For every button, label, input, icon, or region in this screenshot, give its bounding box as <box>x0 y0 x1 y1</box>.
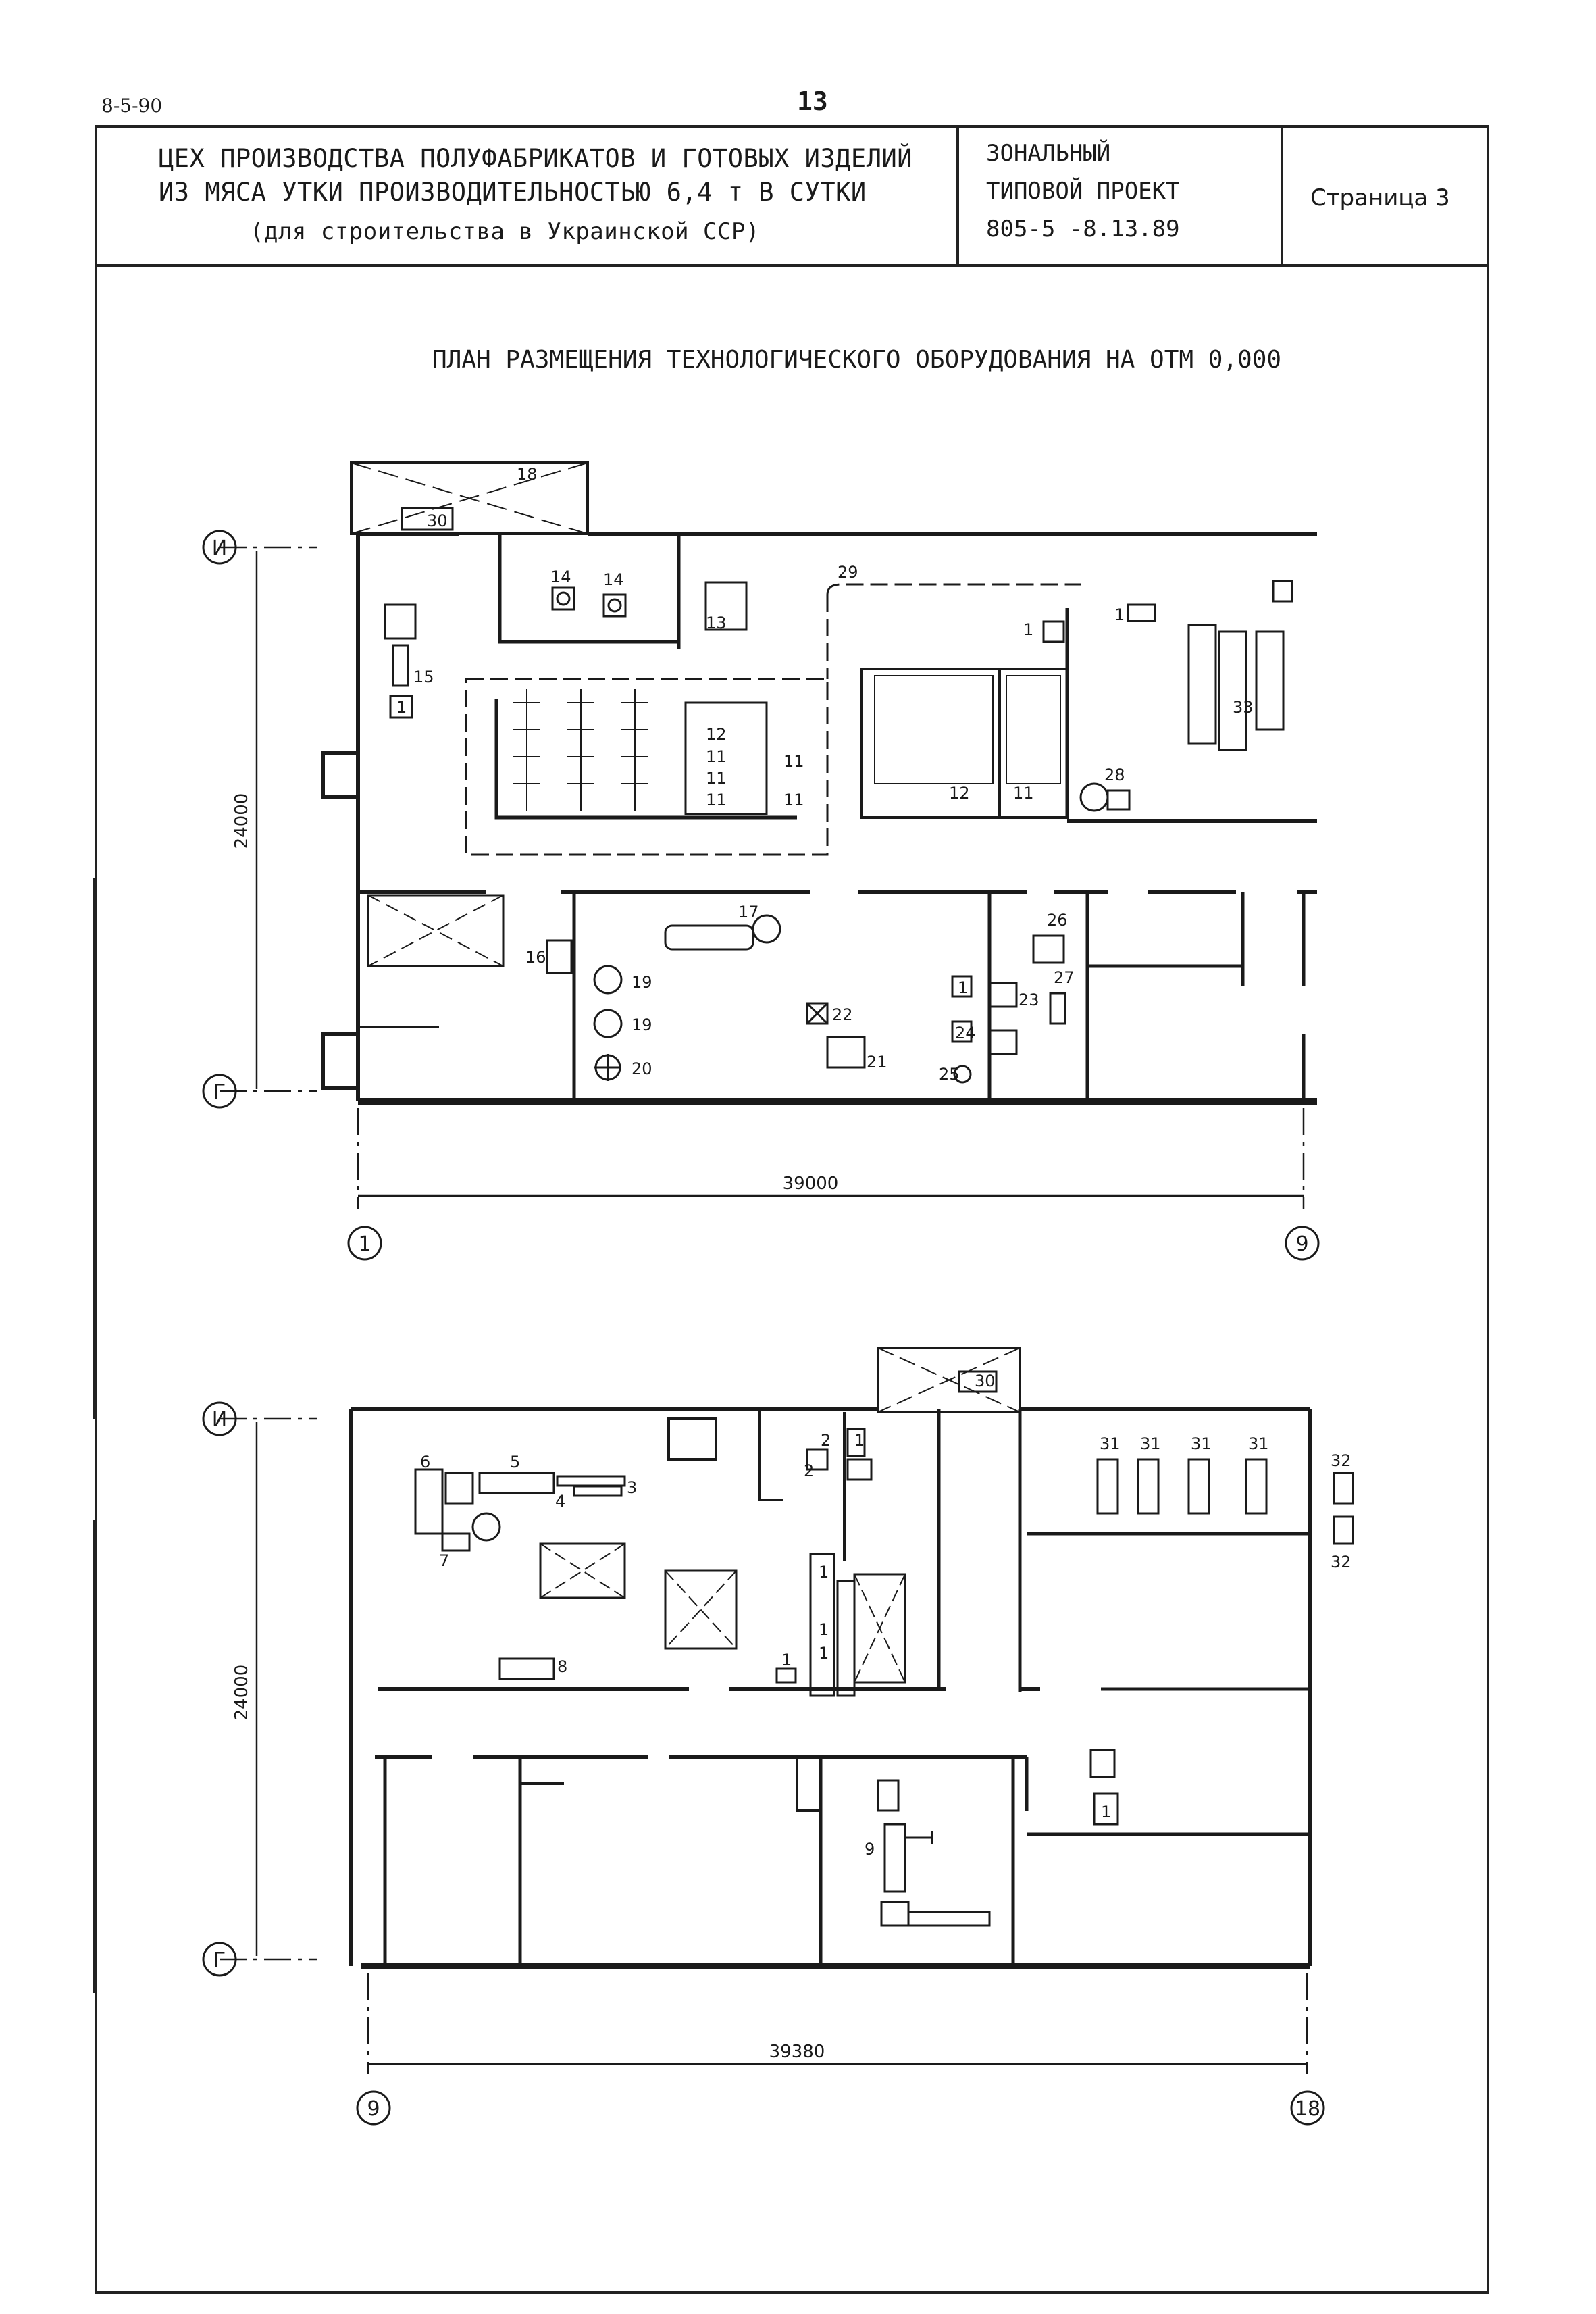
plan2-eq-label: 1 <box>781 1651 792 1669</box>
plan1-eq-label: 33 <box>1233 698 1254 717</box>
plan1-eq-label: 11 <box>783 790 804 809</box>
plan1-eq-label: 14 <box>550 568 571 586</box>
plan2-axis-top-label: И <box>212 1408 227 1432</box>
plan1-eq-label: 23 <box>1019 990 1039 1009</box>
plan2-eq-label: 9 <box>865 1840 875 1859</box>
drawing-frame <box>95 125 1489 2294</box>
title-line-2: ИЗ МЯСА УТКИ ПРОИЗВОДИТЕЛЬНОСТЬЮ 6,4 т В… <box>159 178 867 207</box>
plan2-eq-label: 1 <box>819 1644 829 1663</box>
plan1-eq-label: 13 <box>706 613 727 632</box>
plan1-eq-label: 14 <box>603 570 624 589</box>
title-block-name-cell: ЦЕХ ПРОИЗВОДСТВА ПОЛУФАБРИКАТОВ И ГОТОВЫ… <box>95 125 959 264</box>
plan1-eq-label: 11 <box>706 790 727 809</box>
project-line-3: 805-5 -8.13.89 <box>986 216 1180 243</box>
plan1-eq-label: 19 <box>632 973 652 992</box>
plan2-equipment-labels: 30 6 5 3 4 7 8 2 1 2 1 1 1 1 31 31 31 31… <box>420 1372 1352 1859</box>
plan1-eq-label: 30 <box>427 511 448 530</box>
page-label: Страница 3 <box>1310 184 1450 211</box>
plan1-eq-label: 1 <box>1023 620 1033 639</box>
plan1-eq-label: 1 <box>396 698 407 717</box>
sheet-number: 13 <box>797 86 828 116</box>
plan1-eq-label: 26 <box>1047 911 1068 930</box>
project-line-1: ЗОНАЛЬНЫЙ <box>986 140 1111 167</box>
plan1-eq-label: 18 <box>517 465 538 484</box>
plan2-eq-label: 7 <box>439 1551 449 1570</box>
plan2-eq-label: 5 <box>510 1453 520 1472</box>
plan1-eq-label: 20 <box>632 1059 652 1078</box>
plan2-eq-label: 1 <box>819 1563 829 1582</box>
plan1-eq-label: 11 <box>783 752 804 771</box>
plan2-eq-label: 31 <box>1140 1434 1161 1453</box>
plan1-eq-label: 24 <box>955 1024 976 1042</box>
plan2-axis-left-label: 9 <box>367 2097 380 2121</box>
plan1-eq-label: 21 <box>867 1053 887 1072</box>
plan-title: ПЛАН РАЗМЕЩЕНИЯ ТЕХНОЛОГИЧЕСКОГО ОБОРУДО… <box>432 346 1282 374</box>
title-block-project-cell: ЗОНАЛЬНЫЙ ТИПОВОЙ ПРОЕКТ 805-5 -8.13.89 <box>959 125 1283 264</box>
plan1-eq-label: 25 <box>939 1065 960 1084</box>
plan1-axis-bottom-label: Г <box>213 1080 226 1104</box>
plan1-eq-label: 11 <box>1013 784 1034 803</box>
plan1-axis-top-label: И <box>212 536 227 560</box>
plan1-eq-label: 12 <box>706 725 727 744</box>
plan2-eq-label: 1 <box>1101 1803 1111 1821</box>
plan2-eq-label: 3 <box>627 1478 637 1497</box>
plan1-eq-label: 11 <box>706 769 727 788</box>
plan2-eq-label: 31 <box>1100 1434 1121 1453</box>
plan1-axis-left-label: 1 <box>358 1232 371 1256</box>
document-code: 8-5-90 <box>101 95 163 117</box>
plan2-eq-label: 31 <box>1248 1434 1269 1453</box>
plan2-eq-label: 1 <box>854 1431 865 1450</box>
plan1-eq-label: 27 <box>1054 968 1075 987</box>
plan2-eq-label: 32 <box>1331 1553 1352 1571</box>
plan1-eq-label: 15 <box>413 668 434 686</box>
plan1-eq-label: 11 <box>706 747 727 766</box>
plan1-eq-label: 1 <box>1114 605 1125 624</box>
plan1-height-dimension: 24000 <box>232 793 252 849</box>
plan1-eq-label: 1 <box>958 978 968 997</box>
plan2-axis-right-label: 18 <box>1295 2097 1320 2121</box>
plan2-eq-label: 8 <box>557 1657 567 1676</box>
plan2-axis-bottom-label: Г <box>213 1948 226 1972</box>
title-line-1: ЦЕХ ПРОИЗВОДСТВА ПОЛУФАБРИКАТОВ И ГОТОВЫ… <box>159 144 913 173</box>
plan1-eq-label: 22 <box>832 1005 853 1024</box>
plan2-height-dimension: 24000 <box>232 1665 252 1721</box>
plan1-eq-label: 29 <box>838 563 858 582</box>
title-line-3: (для строительства в Украинской ССР) <box>250 218 760 245</box>
project-line-2: ТИПОВОЙ ПРОЕКТ <box>986 178 1180 205</box>
title-block: ЦЕХ ПРОИЗВОДСТВА ПОЛУФАБРИКАТОВ И ГОТОВЫ… <box>95 125 1489 267</box>
plan1-equipment-labels: 18 30 14 14 13 29 1 15 1 12 11 11 11 11 … <box>396 465 1254 1084</box>
plan2-eq-label: 2 <box>821 1431 831 1450</box>
plan2-eq-label: 4 <box>555 1492 565 1511</box>
plan1-axis-right-label: 9 <box>1295 1232 1308 1256</box>
plan1-width-dimension: 39000 <box>783 1174 839 1194</box>
plan2-eq-label: 30 <box>975 1372 996 1390</box>
plan1-eq-label: 28 <box>1104 765 1125 784</box>
plan2-eq-label: 2 <box>804 1461 814 1480</box>
plan2-eq-label: 1 <box>819 1620 829 1639</box>
plan1-eq-label: 19 <box>632 1015 652 1034</box>
plan1-eq-label: 16 <box>525 948 546 967</box>
plan2-eq-label: 31 <box>1191 1434 1212 1453</box>
plan2-eq-label: 32 <box>1331 1451 1352 1470</box>
plan1-eq-label: 12 <box>949 784 970 803</box>
plan1-eq-label: 17 <box>738 903 759 922</box>
title-block-page-cell: Страница 3 <box>1283 125 1489 264</box>
plan2-width-dimension: 39380 <box>769 2042 825 2062</box>
plan2-eq-label: 6 <box>420 1453 430 1472</box>
